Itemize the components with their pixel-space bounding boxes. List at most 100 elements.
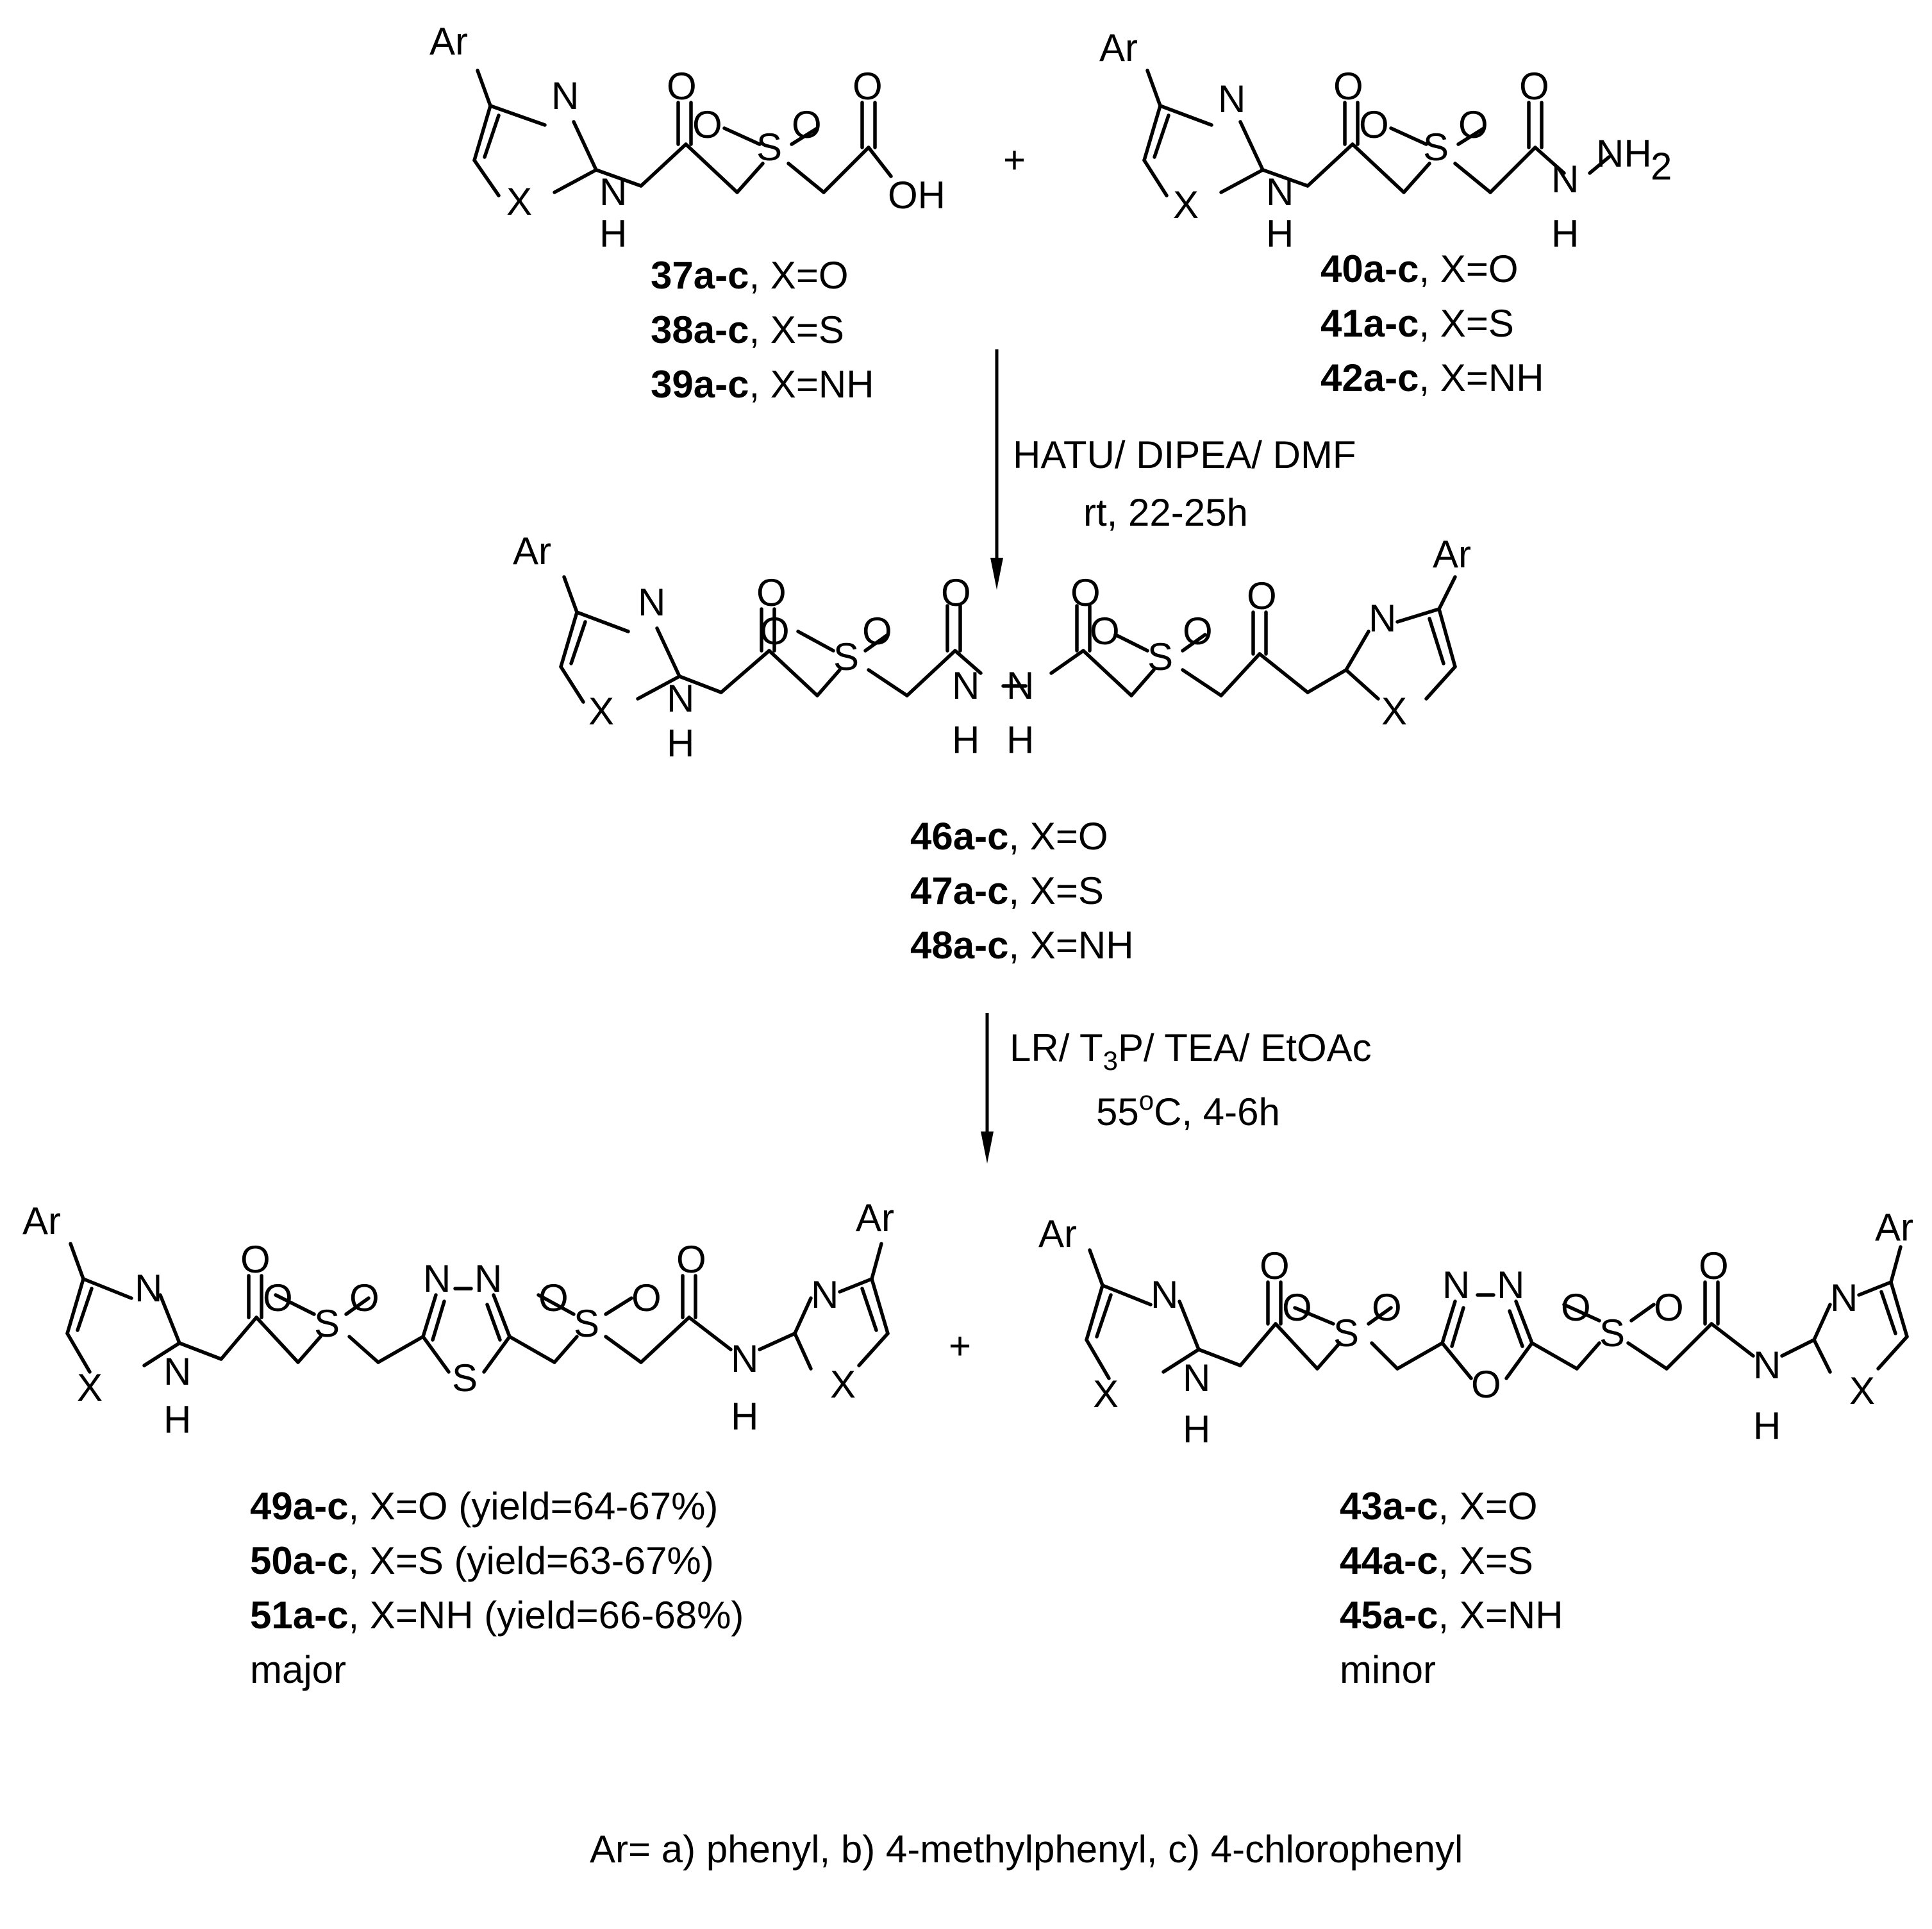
atom-o: O — [263, 1276, 293, 1319]
atom-n: N — [474, 1257, 502, 1300]
atom-o: O — [760, 610, 790, 653]
atom-o: O — [240, 1238, 271, 1281]
atom-o: O — [853, 65, 883, 108]
atom-o: O — [941, 571, 971, 614]
atom-h: H — [952, 719, 979, 762]
atom-nh2-subscript: 2 — [1651, 145, 1672, 188]
intermediate-labels: 46a-c, X=O 47a-c, X=S 48a-c, X=NH — [910, 815, 1134, 967]
atom-o: O — [1260, 1244, 1290, 1287]
atom-x: X — [77, 1366, 103, 1409]
atom-h: H — [1006, 719, 1034, 762]
atom-o: O — [756, 571, 787, 614]
atom-o: O — [676, 1238, 706, 1281]
atom-ar: Ar — [22, 1199, 61, 1242]
atom-x: X — [506, 180, 532, 223]
atom-o: O — [1282, 1286, 1312, 1329]
step1-conditions: rt, 22-25h — [1083, 491, 1248, 534]
reactant-acid-labels: 37a-c, X=O 38a-c, X=S 39a-c, X=NH — [651, 254, 874, 406]
atom-o: O — [1333, 65, 1363, 108]
atom-h: H — [1753, 1405, 1781, 1448]
atom-n: N — [1830, 1276, 1858, 1319]
atom-nh: N — [1551, 158, 1579, 201]
compound-label: 37a-c, X=O — [651, 254, 849, 297]
reactant-acid-structure: Ar N X N H O O S O O OH — [429, 20, 945, 255]
atom-nh: N — [1753, 1344, 1781, 1387]
atom-o: O — [538, 1276, 569, 1319]
atom-x: X — [588, 690, 614, 733]
compound-label: 44a-c, X=S — [1340, 1539, 1533, 1582]
compound-label: 47a-c, X=S — [910, 869, 1104, 912]
compound-label: 49a-c, X=O (yield=64-67%) — [250, 1485, 718, 1528]
atom-s: S — [452, 1357, 478, 1399]
atom-o: O — [1070, 571, 1101, 614]
compound-label: 51a-c, X=NH (yield=66-68%) — [250, 1594, 744, 1637]
product-minor-labels: 43a-c, X=O 44a-c, X=S 45a-c, X=NH minor — [1340, 1485, 1563, 1691]
intermediate-structure: Ar N X N H O O S O O N H N H O O S O O N… — [513, 530, 1471, 765]
atom-n: N — [135, 1267, 162, 1310]
atom-o: O — [692, 103, 722, 146]
atom-ar: Ar — [1038, 1212, 1077, 1255]
atom-n: N — [1369, 597, 1396, 640]
reaction-arrow-1: HATU/ DIPEA/ DMF rt, 22-25h — [990, 349, 1356, 590]
atom-o: O — [862, 610, 892, 653]
atom-ar: Ar — [429, 20, 468, 63]
atom-o: O — [1247, 574, 1277, 617]
atom-n: N — [1442, 1264, 1470, 1307]
atom-o: O — [667, 65, 697, 108]
atom-o: O — [1519, 65, 1549, 108]
atom-o: O — [1561, 1286, 1591, 1329]
atom-ar: Ar — [856, 1196, 894, 1239]
atom-o: O — [631, 1276, 662, 1319]
plus-sign: + — [1003, 138, 1026, 181]
ar-definition-footnote: Ar= a) phenyl, b) 4-methylphenyl, c) 4-c… — [590, 1828, 1463, 1871]
atom-o: O — [1471, 1363, 1501, 1406]
atom-o: O — [792, 103, 822, 146]
compound-label: 50a-c, X=S (yield=63-67%) — [250, 1539, 714, 1582]
atom-o: O — [1372, 1286, 1402, 1329]
atom-n: N — [1218, 78, 1245, 121]
atom-nh: N — [731, 1337, 758, 1380]
compound-label: 48a-c, X=NH — [910, 924, 1134, 967]
atom-h: H — [1183, 1408, 1210, 1451]
atom-o: O — [1090, 610, 1120, 653]
atom-n: N — [638, 581, 665, 624]
step2-reagents: LR/ T3P/ TEA/ EtOAc — [1010, 1026, 1372, 1076]
plus-sign: + — [949, 1324, 971, 1367]
atom-s: S — [1333, 1312, 1359, 1355]
atom-n: N — [551, 74, 579, 117]
step2-conditions: 55oC, 4-6h — [1096, 1085, 1280, 1133]
compound-label: 42a-c, X=NH — [1320, 356, 1544, 399]
atom-o: O — [1183, 610, 1213, 653]
atom-o: O — [1458, 103, 1488, 146]
atom-s: S — [1147, 635, 1173, 678]
atom-n: N — [811, 1273, 838, 1316]
atom-ar: Ar — [1099, 26, 1138, 69]
atom-nh: N — [1266, 171, 1294, 213]
atom-o: O — [1699, 1244, 1729, 1287]
atom-ar: Ar — [1875, 1206, 1913, 1249]
atom-h: H — [731, 1395, 758, 1438]
step1-reagents: HATU/ DIPEA/ DMF — [1013, 433, 1356, 476]
reaction-arrow-2: LR/ T3P/ TEA/ EtOAc 55oC, 4-6h — [981, 1013, 1372, 1164]
minor-tag: minor — [1340, 1648, 1436, 1691]
atom-h: H — [1551, 212, 1579, 255]
atom-x: X — [1381, 690, 1407, 733]
compound-label: 43a-c, X=O — [1340, 1485, 1538, 1528]
atom-s: S — [756, 126, 782, 169]
atom-ar: Ar — [513, 530, 551, 572]
atom-h: H — [1266, 212, 1294, 255]
atom-o: O — [1654, 1286, 1684, 1329]
major-tag: major — [250, 1648, 346, 1691]
atom-oh: OH — [888, 174, 945, 217]
atom-nh: N — [667, 677, 694, 720]
atom-nh: N — [599, 171, 627, 213]
atom-x: X — [830, 1363, 856, 1406]
compound-label: 39a-c, X=NH — [651, 363, 874, 406]
atom-n: N — [423, 1257, 451, 1300]
compound-label: 41a-c, X=S — [1320, 302, 1514, 345]
atom-nh: N — [952, 664, 979, 707]
atom-nh: N — [1183, 1357, 1210, 1399]
product-major-structure: Ar N X N H O O S O N N S O S O O N H N X… — [22, 1196, 894, 1441]
reactant-hydrazide-labels: 40a-c, X=O 41a-c, X=S 42a-c, X=NH — [1320, 247, 1544, 399]
atom-s: S — [1599, 1312, 1625, 1355]
